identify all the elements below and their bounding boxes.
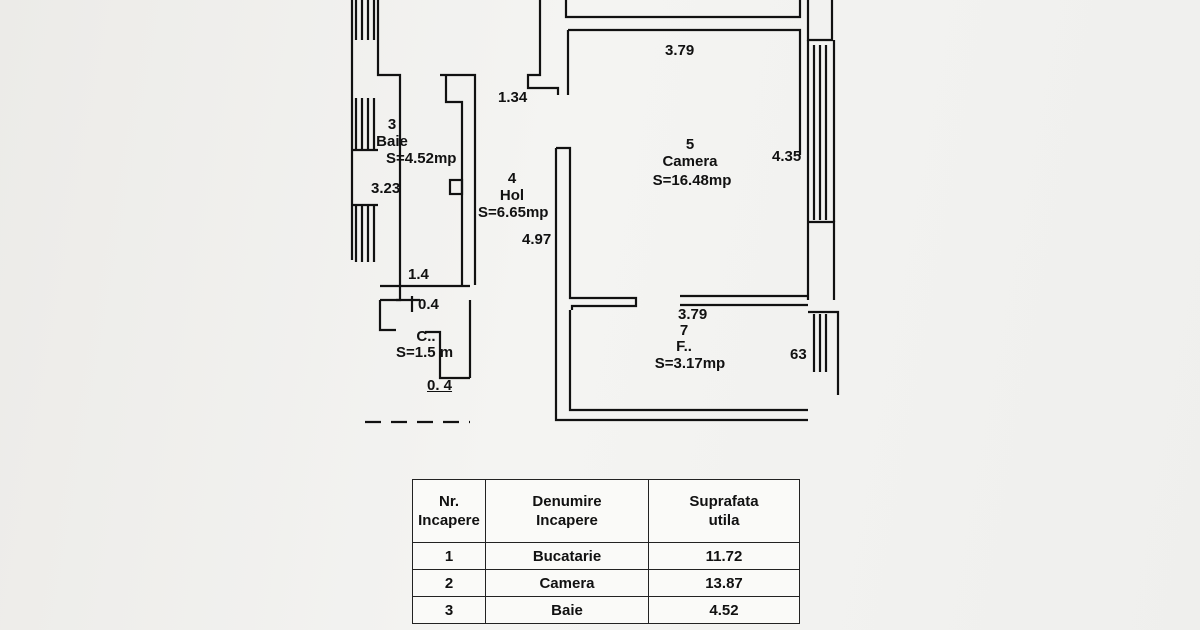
cell-name: Bucatarie	[485, 542, 649, 570]
dim-baie-height: 3.23	[371, 180, 401, 197]
room-3-name: Baie	[376, 133, 408, 150]
room-7-number: 7	[679, 322, 689, 339]
dim-room-7-width: 3.79	[678, 306, 708, 323]
room-4-name: Hol	[499, 187, 525, 204]
room-6-number: C..	[416, 328, 436, 345]
cell-area: 4.52	[648, 596, 800, 624]
dim-bottom-left: 0. 4	[427, 377, 453, 394]
left-window-1	[354, 0, 376, 40]
dim-small-room-width: 1.4	[408, 266, 429, 283]
shaft	[448, 178, 464, 196]
room-5-name: Camera	[662, 153, 718, 170]
room-3-area: S=4.52mp	[386, 150, 457, 167]
cell-nr: 3	[412, 596, 486, 624]
room-4-area: S=6.65mp	[478, 204, 549, 221]
table-row: 1 Bucatarie 11.72	[412, 542, 800, 570]
room-5-number: 5	[685, 136, 695, 153]
room-6-area: S=1.5 m	[396, 344, 454, 361]
room-7-area: S=3.17mp	[654, 355, 726, 372]
dim-hall-height: 4.97	[522, 231, 552, 248]
right-window-2	[812, 314, 828, 372]
cell-nr: 1	[412, 542, 486, 570]
dim-room-7-height: 63	[790, 346, 807, 363]
table-row: 3 Baie 4.52	[412, 596, 800, 624]
table-row: 2 Camera 13.87	[412, 569, 800, 597]
room-4-number: 4	[507, 170, 517, 187]
dim-camera-width: 3.79	[665, 42, 695, 59]
cell-name: Camera	[485, 569, 649, 597]
dim-camera-height: 4.35	[772, 148, 802, 165]
cell-name: Baie	[485, 596, 649, 624]
cell-area: 11.72	[648, 542, 800, 570]
left-wall-inner	[376, 0, 402, 302]
room-3-number: 3	[387, 116, 397, 133]
room-5-area: S=16.48mp	[652, 172, 732, 189]
dim-hall-top: 1.34	[498, 89, 528, 106]
dim-door: 0.4	[418, 296, 439, 313]
right-window-1	[812, 45, 828, 220]
cell-area: 13.87	[648, 569, 800, 597]
cell-nr: 2	[412, 569, 486, 597]
header-nr: Nr.Incapere	[412, 479, 486, 543]
room-7-name: F..	[676, 338, 692, 355]
floor-plan	[350, 0, 840, 424]
left-window-3	[354, 205, 376, 262]
left-window-2	[354, 98, 376, 150]
baie-hol-wall	[440, 73, 477, 285]
